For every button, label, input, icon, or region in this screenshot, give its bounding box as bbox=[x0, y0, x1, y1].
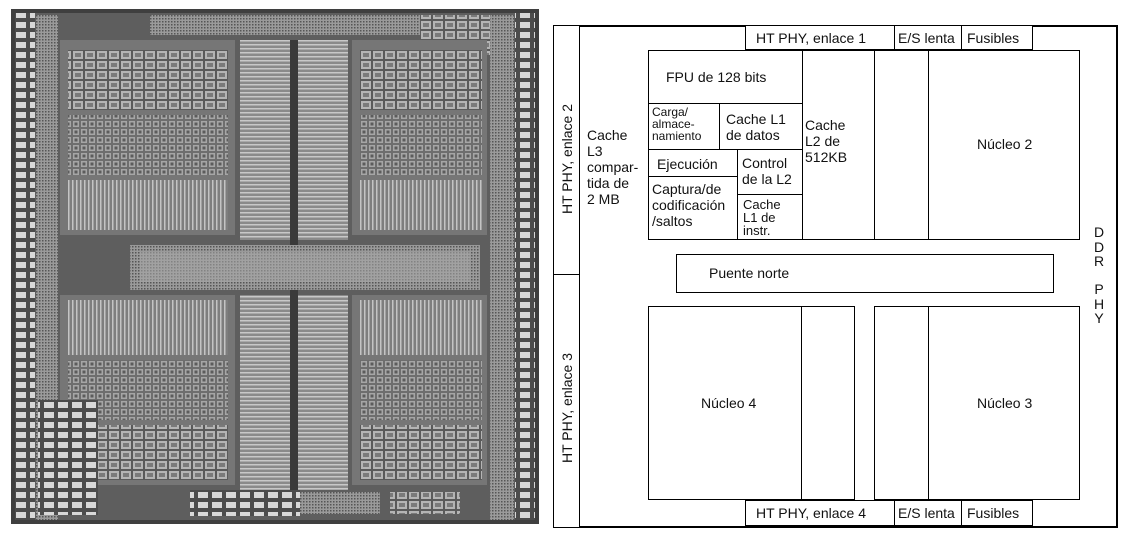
ht-phy-link3-region bbox=[553, 274, 580, 528]
ht-phy-link2-region bbox=[553, 25, 580, 275]
slow-io-bottom-box: E/S lenta bbox=[894, 500, 962, 526]
ht-phy-link3-label: HT PHY, enlace 3 bbox=[559, 353, 575, 463]
ddr-phy-char-7: Y bbox=[1094, 310, 1104, 327]
core2-label: Núcleo 2 bbox=[977, 136, 1033, 152]
load-store-label: Carga/ almace- namiento bbox=[652, 105, 702, 143]
l1-instr-cache-box: Cache L1 de instr. bbox=[737, 194, 803, 240]
ht-phy-link2-label: HT PHY, enlace 2 bbox=[559, 104, 575, 214]
l2-cache-box: Cache L2 de 512KB bbox=[802, 50, 855, 240]
execution-box: Ejecución bbox=[648, 149, 738, 177]
slow-io-top-box: E/S lenta bbox=[894, 25, 962, 50]
l1-data-cache-label: Cache L1 de datos bbox=[726, 111, 786, 144]
ddr-phy-char-6: H bbox=[1093, 295, 1105, 312]
execution-label: Ejecución bbox=[657, 156, 718, 172]
l2-control-label: Control de la L2 bbox=[742, 155, 792, 188]
ddr-phy-char-3: R bbox=[1093, 253, 1105, 270]
core2-left-strip bbox=[874, 50, 929, 240]
ht-phy-link1-label: HT PHY, enlace 1 bbox=[756, 30, 866, 46]
core4-label: Núcleo 4 bbox=[701, 395, 757, 411]
ht-phy-link4-label: HT PHY, enlace 4 bbox=[756, 505, 866, 521]
ddr-phy-label: D D R P H Y bbox=[1092, 225, 1106, 326]
slow-io-top-label: E/S lenta bbox=[898, 30, 955, 46]
core2-box: Núcleo 2 bbox=[928, 50, 1080, 240]
l1-data-cache-box: Cache L1 de datos bbox=[719, 103, 803, 150]
l1-instr-cache-label: Cache L1 de instr. bbox=[743, 197, 781, 238]
northbridge-label: Puente norte bbox=[709, 265, 790, 281]
fuses-bottom-box: Fusibles bbox=[961, 500, 1033, 526]
l3-cache-label: Cache L3 compar- tida de 2 MB bbox=[587, 127, 639, 208]
fetch-decode-box: Captura/de codificación /saltos bbox=[648, 176, 738, 240]
ddr-phy-char-2: D bbox=[1093, 238, 1105, 255]
ddr-phy-char-1: D bbox=[1093, 224, 1105, 240]
load-store-box: Carga/ almace- namiento bbox=[648, 103, 720, 150]
core4-box: Núcleo 4 bbox=[648, 306, 802, 500]
l2-cache-label: Cache L2 de 512KB bbox=[805, 117, 848, 166]
northbridge-box: Puente norte bbox=[676, 254, 1054, 293]
ddr-phy-char-5: P bbox=[1094, 281, 1104, 298]
fuses-top-box: Fusibles bbox=[961, 25, 1033, 50]
ht-phy-link1-box: HT PHY, enlace 1 bbox=[745, 25, 895, 50]
core1-right-strip bbox=[854, 50, 876, 240]
core3-left-strip bbox=[874, 306, 929, 500]
fuses-top-label: Fusibles bbox=[967, 30, 1020, 46]
ht-phy-link4-box: HT PHY, enlace 4 bbox=[745, 500, 895, 526]
core3-label: Núcleo 3 bbox=[977, 395, 1033, 411]
core3-box: Núcleo 3 bbox=[928, 306, 1080, 500]
l2-control-box: Control de la L2 bbox=[737, 149, 803, 195]
fuses-bottom-label: Fusibles bbox=[967, 505, 1020, 521]
slow-io-bottom-label: E/S lenta bbox=[898, 505, 955, 521]
fpu-label: FPU de 128 bits bbox=[666, 69, 767, 85]
fetch-decode-label: Captura/de codificación /saltos bbox=[652, 181, 726, 230]
core4-right-strip bbox=[801, 306, 855, 500]
fpu-box: FPU de 128 bits bbox=[648, 50, 803, 104]
